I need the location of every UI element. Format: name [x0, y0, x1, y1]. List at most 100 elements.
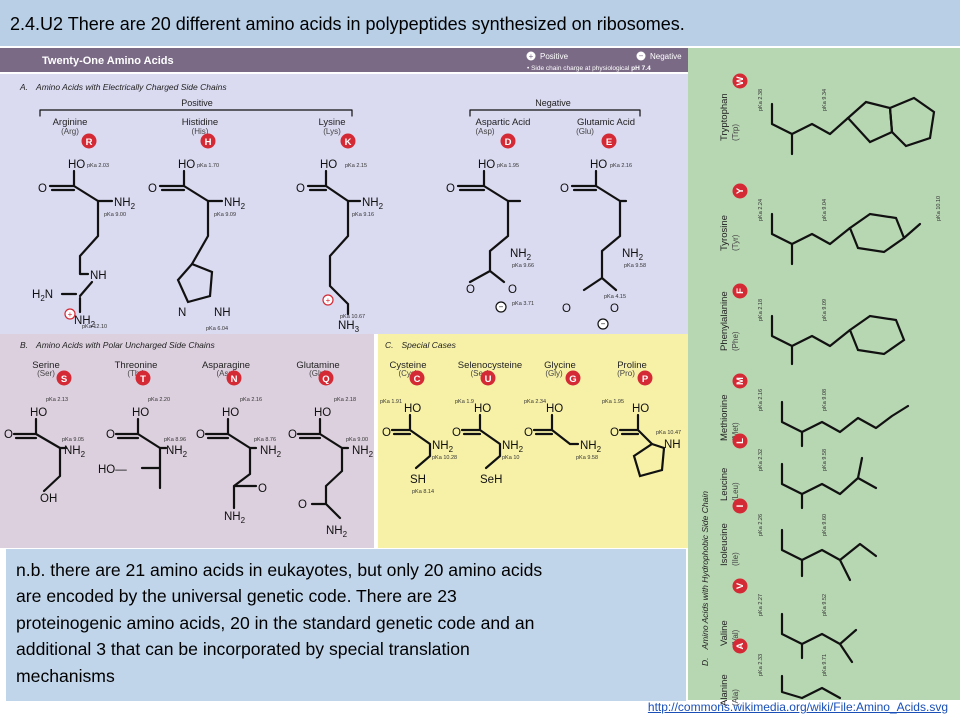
svg-text:NH2: NH2 — [432, 440, 454, 454]
svg-text:pKa 9.05: pKa 9.05 — [62, 437, 84, 443]
svg-text:pKa 8.14: pKa 8.14 — [412, 489, 434, 495]
amino-abbr: (Glu) — [576, 127, 594, 136]
amino-pka: pKa 9.71 — [822, 654, 828, 676]
svg-text:N: N — [178, 307, 186, 319]
amino-name: Alanine — [719, 674, 730, 706]
positive-charge-icon — [64, 308, 76, 320]
svg-text:+: + — [529, 52, 534, 61]
svg-text:HO: HO — [132, 407, 149, 419]
svg-text:pKa 2.20: pKa 2.20 — [148, 397, 170, 403]
code-badge — [565, 370, 581, 386]
svg-text:pKa 9.00: pKa 9.00 — [104, 212, 126, 218]
figure-header-bar — [0, 48, 688, 72]
legend-positive: Positive — [540, 52, 569, 61]
code-badge — [200, 133, 216, 149]
svg-text:O: O — [610, 303, 619, 315]
code-letter: G — [569, 374, 576, 385]
amino-abbr: (Sec) — [470, 369, 489, 378]
svg-text:NH2: NH2 — [362, 197, 384, 211]
amino-pka: pKa 9.09 — [822, 299, 828, 321]
svg-text:pKa 2.18: pKa 2.18 — [334, 397, 356, 403]
svg-text:pKa 1.95: pKa 1.95 — [497, 163, 519, 169]
amino-acid-arginine: Arginine (Arg) R HO O pKa 2.03 NH2 pKa 9… — [32, 117, 136, 330]
note-line: n.b. there are 21 amino acids in eukayot… — [16, 560, 543, 580]
svg-text:NH2: NH2 — [260, 445, 282, 459]
svg-text:HO: HO — [314, 407, 331, 419]
svg-text:pKa 4.15: pKa 4.15 — [604, 294, 626, 300]
code-letter: F — [735, 288, 746, 294]
amino-acids-svg: Twenty-One Amino Acids + Positive − Nega… — [0, 46, 960, 720]
imidazole-ring — [176, 262, 214, 304]
amino-pka: pKa 9.58 — [822, 449, 828, 471]
amino-name: Glutamine — [296, 360, 339, 371]
svg-text:NH2: NH2 — [74, 315, 96, 329]
code-letter: Y — [735, 187, 746, 194]
svg-text:pKa 2.03: pKa 2.03 — [87, 163, 109, 169]
code-letter: T — [140, 374, 146, 385]
amino-name: Lysine — [318, 117, 345, 128]
svg-text:pKa 1.95: pKa 1.95 — [602, 399, 624, 405]
svg-text:pKa 9.58: pKa 9.58 — [624, 263, 646, 269]
svg-text:pKa 9.09: pKa 9.09 — [214, 212, 236, 218]
amino-name: Tryptophan — [719, 93, 730, 141]
svg-text:O: O — [148, 183, 157, 195]
amino-pka: pKa 9.08 — [822, 389, 828, 411]
amino-acid-serine: Serine (Ser) S HO O pKa 2.13 NH2 pKa 9.0… — [4, 360, 86, 505]
svg-text:SH: SH — [410, 474, 426, 486]
code-letter: A — [735, 642, 746, 649]
legend-positive-icon — [526, 51, 536, 61]
positive-bracket — [39, 109, 353, 117]
svg-text:NH2: NH2 — [166, 445, 188, 459]
panel-a-bg — [0, 74, 688, 334]
amino-acids-figure: Twenty-One Amino Acids + Positive − Nega… — [0, 46, 960, 720]
amino-abbr: (Trp) — [731, 124, 740, 141]
amino-abbr: (Leu) — [731, 482, 740, 501]
svg-text:pKa 9.66: pKa 9.66 — [512, 263, 534, 269]
svg-text:HO: HO — [320, 159, 337, 171]
svg-text:−: − — [499, 303, 504, 312]
legend-note: • Side chain charge at physiological pH … — [527, 65, 651, 72]
amino-acid-glycine: Glycine (Gly) G pKa 2.34 HO O NH2 pKa 9.… — [524, 360, 602, 461]
code-letter: H — [205, 137, 212, 148]
code-letter: U — [485, 374, 492, 385]
amino-acid-glutamine: Glutamine (Gln) Q HO O pKa 2.18 NH2 pKa … — [288, 360, 374, 539]
code-badge — [732, 73, 748, 89]
amino-pka: pKa 2.32 — [758, 449, 764, 471]
code-letter: E — [606, 137, 612, 148]
amino-pka: pKa 9.04 — [822, 199, 828, 221]
svg-text:HO: HO — [632, 403, 649, 415]
svg-text:pKa 2.15: pKa 2.15 — [345, 163, 367, 169]
svg-text:pKa 10.28: pKa 10.28 — [432, 455, 457, 461]
svg-text:pKa 2.16: pKa 2.16 — [240, 397, 262, 403]
amino-pka: pKa 2.33 — [758, 654, 764, 676]
negative-bracket — [469, 109, 641, 117]
svg-text:NH2: NH2 — [580, 440, 602, 454]
amino-name: Arginine — [53, 117, 88, 128]
panel-d-structures — [770, 96, 936, 700]
amino-name: Asparagine — [202, 360, 250, 371]
code-letter: N — [231, 374, 238, 385]
pyrrolidine-ring — [632, 442, 666, 478]
svg-text:−: − — [639, 52, 644, 61]
amino-acid-proline: Proline (Pro) P pKa 1.95 HO O NH pKa 10.… — [602, 360, 681, 478]
amino-pka: pKa 10.10 — [936, 196, 942, 221]
amino-abbr: (Asn) — [216, 369, 235, 378]
svg-text:O: O — [560, 183, 569, 195]
amino-abbr: (Cys) — [398, 369, 417, 378]
svg-text:pKa 3.71: pKa 3.71 — [512, 301, 534, 307]
panel-d-bg — [688, 48, 960, 700]
code-badge — [56, 370, 72, 386]
svg-text:O: O — [452, 427, 461, 439]
code-letter: W — [735, 76, 746, 85]
svg-text:H2N: H2N — [32, 289, 53, 303]
svg-text:pKa 9.58: pKa 9.58 — [576, 455, 598, 461]
amino-abbr: (Val) — [731, 629, 740, 646]
svg-text:pKa 12.10: pKa 12.10 — [82, 324, 107, 330]
amino-abbr: (Gln) — [309, 369, 327, 378]
source-link[interactable]: http://commons.wikimedia.org/wiki/File:A… — [647, 700, 948, 714]
amino-name: Aspartic Acid — [476, 117, 531, 128]
